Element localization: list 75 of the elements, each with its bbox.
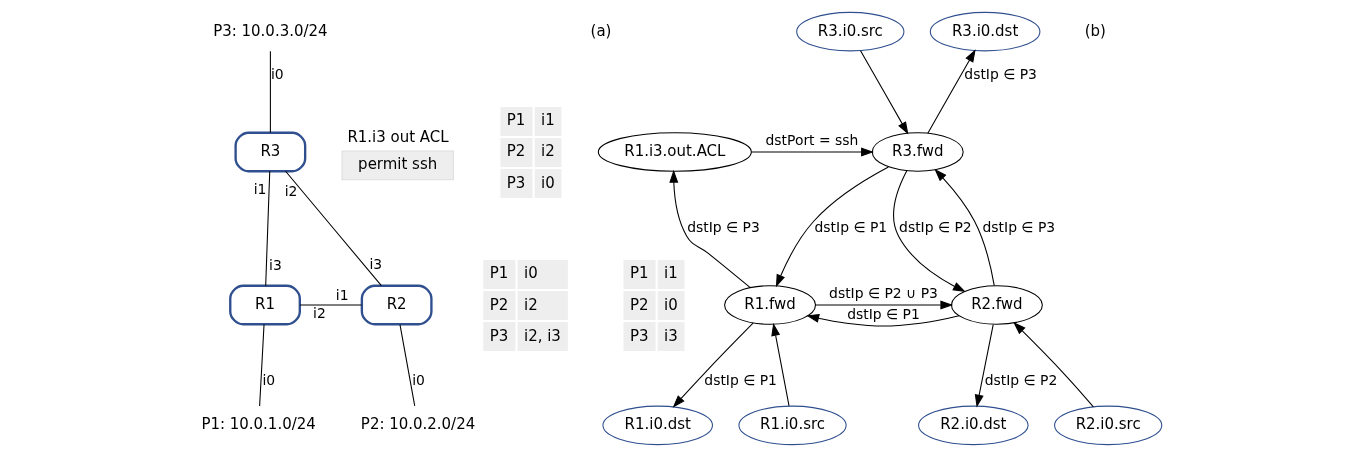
arrow bbox=[814, 300, 953, 310]
node-ellipse: R1.fwd bbox=[723, 285, 816, 325]
arrow bbox=[750, 147, 874, 157]
label: i2 bbox=[312, 304, 326, 321]
edge-label: dstIp ∈ P3 bbox=[982, 219, 1055, 236]
node-ellipse: R1.i3.out.ACL bbox=[597, 132, 752, 172]
arrow bbox=[974, 324, 994, 408]
connector bbox=[269, 50, 271, 134]
label: P1 bbox=[506, 111, 525, 130]
label: i2 bbox=[284, 182, 297, 199]
edge-label: dstIp ∈ P2 bbox=[984, 372, 1057, 389]
node-ellipse: R2.i0.dst bbox=[917, 405, 1029, 446]
label: i3 bbox=[268, 257, 282, 274]
label: P1 bbox=[489, 264, 508, 283]
node-label: R1.i3 out ACL bbox=[346, 127, 449, 146]
edge-label: dstIp ∈ P3 bbox=[963, 66, 1037, 83]
node-ellipse: R2.i0.src bbox=[1053, 405, 1162, 446]
label: (a) bbox=[590, 21, 611, 40]
connector bbox=[264, 170, 270, 287]
label: P2 bbox=[489, 295, 508, 314]
arrow bbox=[926, 49, 976, 134]
edge-label: dstIp ∈ P3 bbox=[686, 219, 760, 236]
arrow bbox=[672, 322, 754, 408]
arrow bbox=[1012, 321, 1094, 408]
node-box: R2 bbox=[360, 284, 433, 326]
node-ellipse: R3.i0.src bbox=[795, 11, 904, 52]
node-ellipse: R3.i0.dst bbox=[929, 11, 1040, 52]
label: i1 bbox=[540, 111, 555, 130]
arrow bbox=[668, 169, 751, 289]
edge-label: dstIp ∈ P1 bbox=[846, 306, 920, 323]
edge-label: dstIp ∈ P2 ∪ P3 bbox=[828, 284, 938, 301]
label: P3 bbox=[489, 326, 508, 345]
label: i1 bbox=[663, 264, 678, 283]
label: i0 bbox=[540, 173, 555, 192]
label: i2 bbox=[540, 142, 555, 161]
node-ellipse: R2.fwd bbox=[950, 285, 1043, 325]
arrow bbox=[775, 166, 889, 288]
node-ellipse: R3.fwd bbox=[871, 132, 964, 172]
edge-label: i0 bbox=[270, 66, 284, 83]
label: i0 bbox=[663, 295, 678, 314]
node-text: P1: 10.0.1.0/24 bbox=[200, 415, 316, 434]
edge-label: i0 bbox=[261, 372, 275, 389]
label: P3 bbox=[506, 173, 525, 192]
label: i2 bbox=[523, 295, 538, 314]
arrow bbox=[892, 170, 966, 292]
connector bbox=[298, 304, 362, 306]
label: (b) bbox=[1084, 21, 1106, 40]
label: P3 bbox=[629, 326, 648, 345]
label: i0 bbox=[523, 264, 538, 283]
label: i3 bbox=[663, 326, 678, 345]
edge-label: i0 bbox=[411, 372, 425, 389]
arrow bbox=[933, 168, 995, 287]
edge-label: dstIp ∈ P1 bbox=[814, 219, 887, 236]
edge-label: dstIp ∈ P1 bbox=[703, 372, 777, 389]
node-text: P2: 10.0.2.0/24 bbox=[360, 415, 475, 434]
arrow bbox=[805, 314, 960, 327]
label: i2, i3 bbox=[523, 326, 561, 345]
node-text: P3: 10.0.3.0/24 bbox=[212, 21, 328, 40]
label: P1 bbox=[629, 264, 648, 283]
arrow bbox=[859, 50, 908, 135]
connector bbox=[258, 324, 265, 407]
node-ellipse: R1.i0.dst bbox=[601, 405, 713, 446]
label: i1 bbox=[335, 286, 348, 303]
node-box: R3 bbox=[233, 131, 306, 173]
label: P2 bbox=[629, 295, 648, 314]
edge-label: dstPort = ssh bbox=[765, 131, 858, 148]
label: P2 bbox=[506, 142, 525, 161]
edge-label: dstIp ∈ P2 bbox=[898, 219, 972, 236]
node-ellipse: R1.i0.src bbox=[737, 405, 847, 446]
connector bbox=[284, 170, 382, 287]
connector bbox=[398, 324, 415, 407]
label: i3 bbox=[368, 255, 382, 272]
label: i1 bbox=[253, 180, 266, 197]
node-box: R1 bbox=[228, 284, 301, 326]
arrow bbox=[770, 322, 790, 407]
